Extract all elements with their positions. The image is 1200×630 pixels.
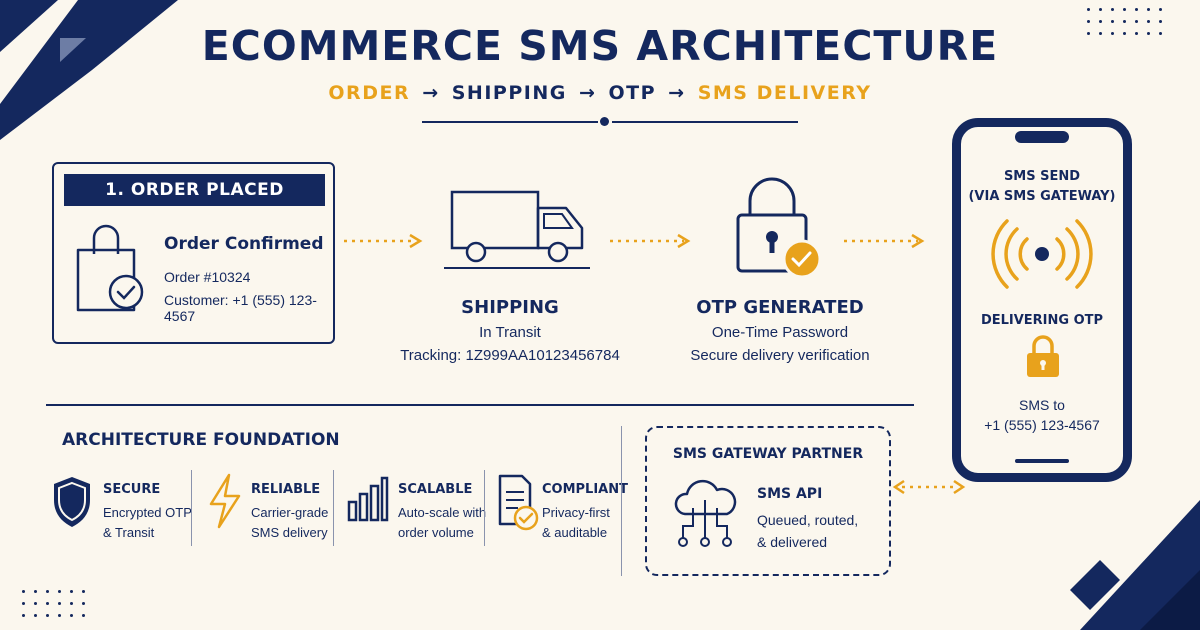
flow-step-sms-delivery: SMS DELIVERY [697, 82, 872, 104]
lightning-icon [209, 473, 241, 529]
phone-via-gateway: (VIA SMS GATEWAY) [968, 189, 1116, 204]
flow-arrow: → [422, 82, 440, 104]
flow-arrow: → [668, 82, 686, 104]
feature-compliant-name: COMPLIANT [542, 482, 628, 497]
feature-reliable-line2: SMS delivery [251, 525, 328, 540]
sms-gateway-box: SMS GATEWAY PARTNER SMS API Queued, rout… [645, 426, 891, 576]
feature-scalable-line1: Auto-scale with [398, 505, 487, 520]
gateway-line2: & delivered [757, 534, 828, 550]
flow-step-order: ORDER [328, 82, 411, 104]
bar-chart-icon [347, 476, 389, 522]
order-card-header: 1. ORDER PLACED [64, 174, 325, 206]
shopping-bag-check-icon [76, 224, 144, 312]
phone-number: +1 (555) 123-4567 [984, 417, 1100, 433]
corner-decoration-bottom-right [1070, 500, 1200, 630]
shipping-status: In Transit [479, 324, 541, 341]
flow-arrow-order-to-shipping [344, 233, 423, 249]
phone-notch [1015, 131, 1069, 143]
flow-step-otp: OTP [608, 82, 657, 104]
shipping-tracking: Tracking: 1Z999AA10123456784 [400, 347, 620, 364]
otp-title: OTP GENERATED [696, 297, 864, 318]
foundation-title: ARCHITECTURE FOUNDATION [62, 430, 340, 450]
feature-secure-line1: Encrypted OTP [103, 505, 192, 520]
flow-subtitle: ORDER → SHIPPING → OTP → SMS DELIVERY [0, 82, 1200, 104]
feature-secure-line2: & Transit [103, 525, 155, 540]
delivery-truck-icon [444, 190, 590, 269]
flow-step-shipping: SHIPPING [451, 82, 567, 104]
order-placed-card: 1. ORDER PLACED Order Confirmed Order #1… [52, 162, 335, 344]
order-confirmed-title: Order Confirmed [164, 234, 324, 254]
feature-compliant-line2: & auditable [542, 525, 608, 540]
flow-arrow-shipping-to-otp [610, 233, 691, 249]
feature-separator [333, 470, 334, 546]
gateway-title: SMS GATEWAY PARTNER [672, 446, 864, 462]
corner-decoration-top-left [0, 0, 178, 140]
flow-arrow-otp-to-phone [844, 233, 925, 249]
phone-mockup: SMS SEND (VIA SMS GATEWAY) DELIVERING OT… [952, 118, 1132, 482]
padlock-check-icon [736, 177, 822, 279]
gateway-line1: Queued, routed, [757, 512, 859, 528]
page-title: ECOMMERCE SMS ARCHITECTURE [201, 22, 999, 70]
feature-compliant-line1: Privacy-first [542, 505, 610, 520]
otp-line2: Secure delivery verification [690, 347, 870, 364]
flow-arrow: → [578, 82, 597, 104]
feature-reliable-line1: Carrier-grade [251, 505, 329, 520]
phone-home-bar [1015, 459, 1069, 463]
title-divider-left [422, 121, 598, 123]
feature-separator [191, 470, 192, 546]
broadcast-signal-icon [991, 219, 1093, 289]
feature-scalable-name: SCALABLE [398, 482, 473, 497]
order-customer: Customer: +1 (555) 123-4567 [164, 292, 317, 324]
order-number: Order #10324 [164, 269, 251, 285]
otp-line1: One-Time Password [711, 324, 849, 341]
phone-delivering-otp: DELIVERING OTP [980, 313, 1104, 328]
feature-scalable-line2: order volume [398, 525, 474, 540]
cloud-network-icon [674, 479, 737, 547]
dot-grid-top-right [1087, 8, 1162, 35]
feature-separator [484, 470, 485, 546]
dot-grid-bottom-left [22, 590, 85, 617]
gateway-phone-bidirectional-arrow [892, 479, 966, 495]
shipping-title: SHIPPING [461, 297, 559, 318]
title-divider-dot [600, 117, 609, 126]
phone-sms-send: SMS SEND [1003, 169, 1081, 184]
feature-secure-name: SECURE [103, 482, 161, 497]
section-divider [46, 404, 914, 406]
shield-icon [54, 477, 90, 527]
phone-sms-to: SMS to [1019, 397, 1065, 413]
title-divider-right [612, 121, 798, 123]
document-check-icon [498, 474, 539, 531]
orange-padlock-icon [1027, 335, 1059, 377]
feature-reliable-name: RELIABLE [251, 482, 321, 497]
foundation-gateway-separator [621, 426, 622, 576]
gateway-api: SMS API [757, 486, 823, 502]
